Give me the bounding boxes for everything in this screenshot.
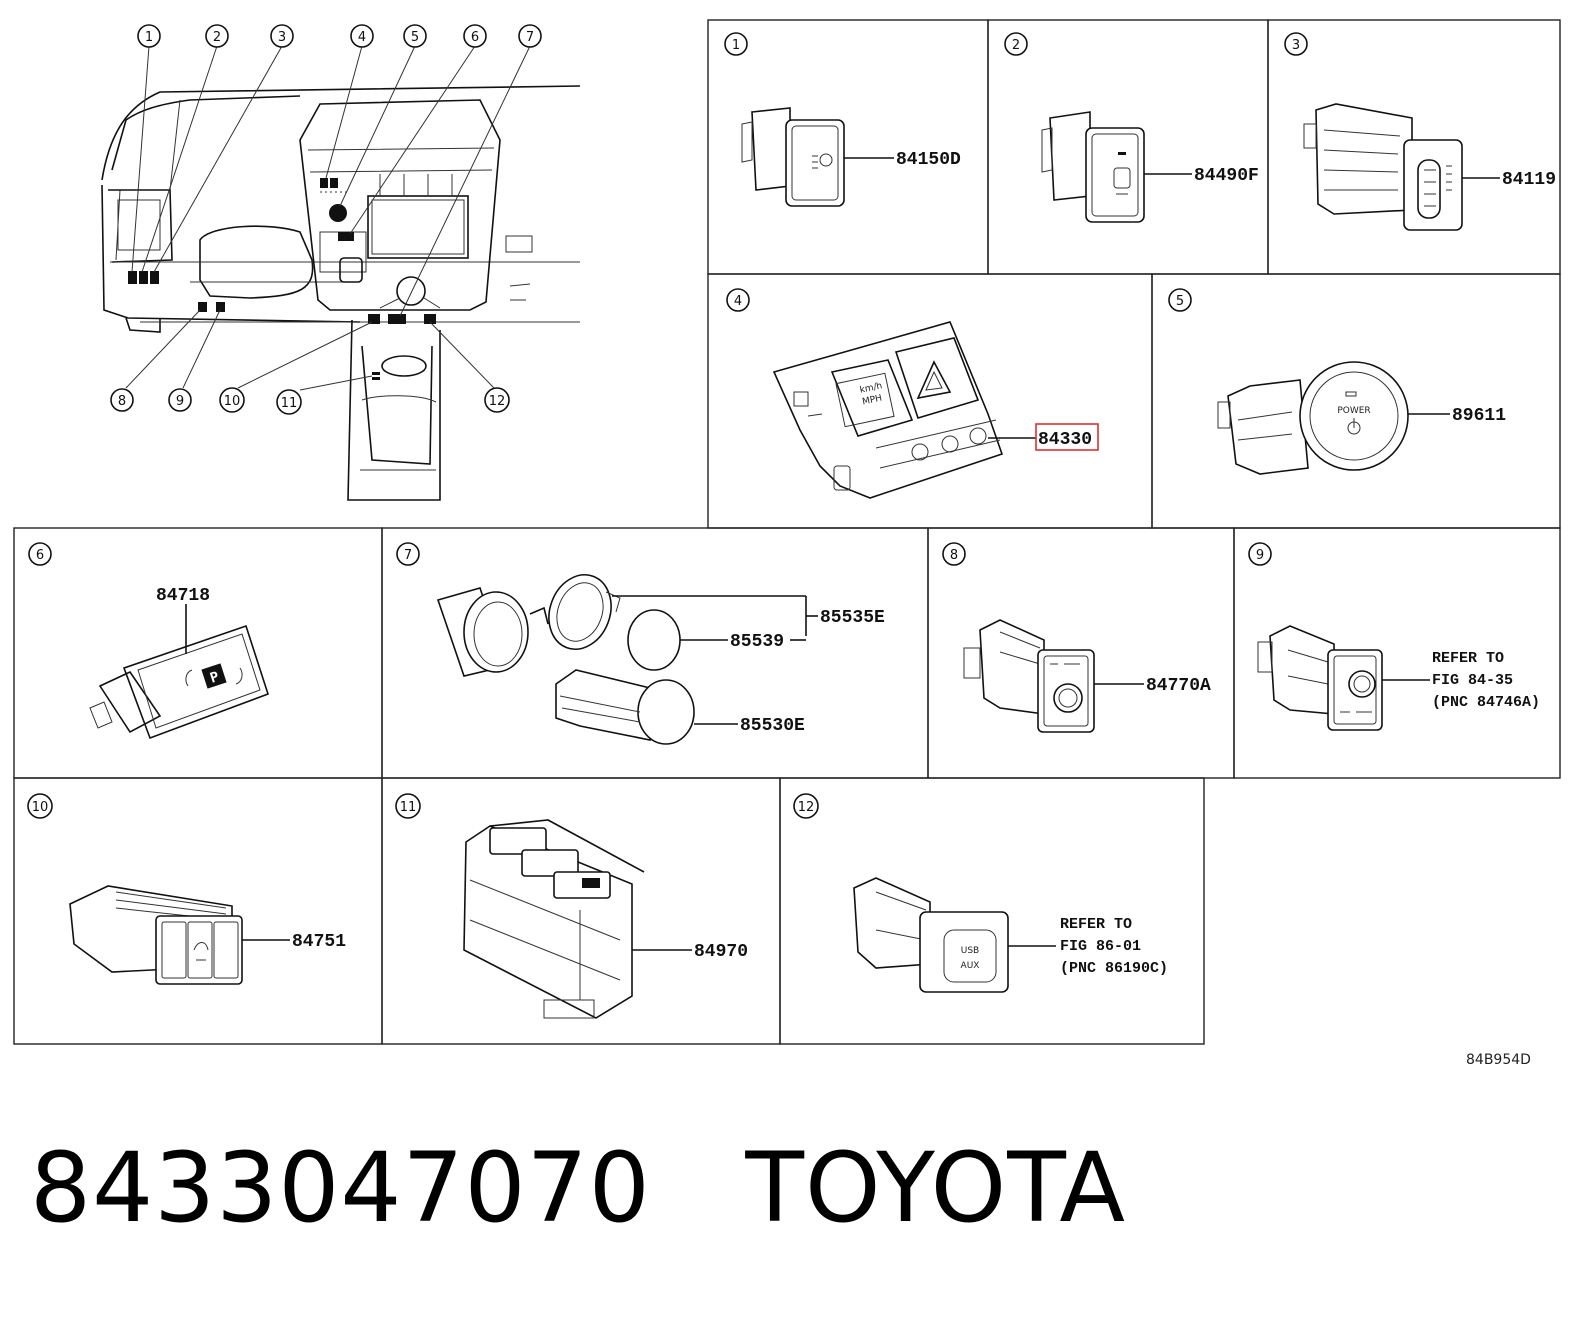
part-number-84751: 84751 <box>292 932 346 952</box>
overview-callout-4-label: 4 <box>358 30 366 45</box>
svg-text:MPH: MPH <box>861 394 883 408</box>
overview-callout-2-label: 2 <box>213 30 221 45</box>
switch-84970-drawing <box>463 819 645 1019</box>
overview-callout-11-label: 11 <box>281 396 298 411</box>
panel-11: 11 84970 <box>395 793 748 1019</box>
panel-2-number: 2 <box>1012 38 1020 53</box>
switch-84150d-drawing <box>741 107 845 207</box>
seat-heater-switch-drawing <box>69 885 243 985</box>
panel-1: 1 84150D <box>724 32 961 207</box>
highlight-box <box>1035 423 1099 451</box>
overview-leaders <box>125 45 531 391</box>
aux-label: AUX <box>961 961 980 971</box>
overview-callout-7: 7 <box>518 24 542 48</box>
part-number-85535e: 85535E <box>820 608 885 628</box>
part-number-84330: 84330 <box>1038 430 1092 450</box>
overview-callout-7-label: 7 <box>526 30 534 45</box>
overview-callout-3: 3 <box>270 24 294 48</box>
usb-label: USB <box>961 946 979 956</box>
panel-7: 7 85535E 85539 85530E <box>396 542 885 745</box>
part-number-84770a: 84770A <box>1146 676 1211 696</box>
overview-callout-6-label: 6 <box>471 30 479 45</box>
overview-callout-5: 5 <box>403 24 427 48</box>
panel-12: 12 USB AUX REFER TO FIG 86-01 (PNC 86190… <box>793 793 1168 993</box>
refer-to-text-12: REFER TO <box>1060 916 1132 933</box>
panel-5: 5 POWER 89611 <box>1168 288 1506 475</box>
panel-10-number: 10 <box>32 800 49 815</box>
overview-callout-10-label: 10 <box>224 394 241 409</box>
panel-3-number: 3 <box>1292 38 1300 53</box>
overview-callout-9: 9 <box>168 388 192 412</box>
panel-4-number: 4 <box>734 294 742 309</box>
panel-3: 3 84119 <box>1284 32 1556 231</box>
part-title: 8433047070 TOYOTA <box>30 1132 1127 1244</box>
switch-84330-drawing: km/h MPH <box>772 321 1004 499</box>
power-button-text: POWER <box>1337 406 1370 416</box>
switch-9-drawing <box>1257 625 1383 731</box>
panel-8-number: 8 <box>950 548 958 563</box>
usb-aux-jack-drawing: USB AUX <box>853 877 1009 993</box>
panel-5-number: 5 <box>1176 294 1184 309</box>
refer-pnc-9: (PNC 84746A) <box>1432 694 1540 711</box>
panel-1-number: 1 <box>732 38 740 53</box>
overview-callout-8-label: 8 <box>118 394 126 409</box>
part-number-84150d: 84150D <box>896 150 961 170</box>
overview-callout-8: 8 <box>110 388 134 412</box>
overview-callout-9-label: 9 <box>176 394 184 409</box>
overview-callout-6: 6 <box>463 24 487 48</box>
panel-12-number: 12 <box>798 800 815 815</box>
switch-84770a-drawing <box>963 619 1095 733</box>
svg-text:km/h: km/h <box>859 381 883 396</box>
refer-pnc-12: (PNC 86190C) <box>1060 960 1168 977</box>
panel-9: 9 REFER TO FIG 84-35 (PNC 84746A) <box>1248 542 1540 731</box>
panel-7-number: 7 <box>404 548 412 563</box>
overview-callout-11: 11 <box>276 389 302 415</box>
panel-11-number: 11 <box>400 800 417 815</box>
overview-callout-3-label: 3 <box>278 30 286 45</box>
dashboard-overview <box>101 85 581 501</box>
overview-callout-1-label: 1 <box>145 30 153 45</box>
refer-to-text-9: REFER TO <box>1432 650 1504 667</box>
part-number-85530e: 85530E <box>740 716 805 736</box>
overview-callout-5-label: 5 <box>411 30 419 45</box>
panel-8: 8 84770A <box>942 542 1211 733</box>
refer-fig-12: FIG 86-01 <box>1060 938 1141 955</box>
overview-callout-2: 2 <box>205 24 229 48</box>
switch-84119-drawing <box>1303 103 1463 231</box>
part-number-84718: 84718 <box>156 586 210 606</box>
panel-9-number: 9 <box>1256 548 1264 563</box>
panel-10: 10 84751 <box>27 793 346 985</box>
power-switch-drawing: POWER <box>1217 361 1409 475</box>
parking-brake-switch-drawing: P <box>89 624 269 740</box>
panel-2: 2 84490F <box>1004 32 1259 223</box>
overview-callout-12-label: 12 <box>489 394 506 409</box>
switch-84490f-drawing <box>1041 111 1145 223</box>
panel-6-number: 6 <box>36 548 44 563</box>
panel-6: 6 P 84718 <box>28 542 269 740</box>
refer-fig-9: FIG 84-35 <box>1432 672 1513 689</box>
panel-4: 4 km/h MPH 84330 <box>726 288 1099 499</box>
part-number-84490f: 84490F <box>1194 166 1259 186</box>
part-number-84970: 84970 <box>694 942 748 962</box>
power-outlet-drawing <box>436 574 695 745</box>
part-number-84119: 84119 <box>1502 170 1556 190</box>
part-number-85539: 85539 <box>730 632 784 652</box>
overview-callout-10: 10 <box>219 387 245 413</box>
part-number-89611: 89611 <box>1452 406 1506 426</box>
panel-frames <box>13 19 1561 1045</box>
overview-callout-12: 12 <box>484 387 510 413</box>
overview-callout-1: 1 <box>137 24 161 48</box>
overview-callout-4: 4 <box>350 24 374 48</box>
diagram-code: 84B954D <box>1466 1052 1531 1068</box>
